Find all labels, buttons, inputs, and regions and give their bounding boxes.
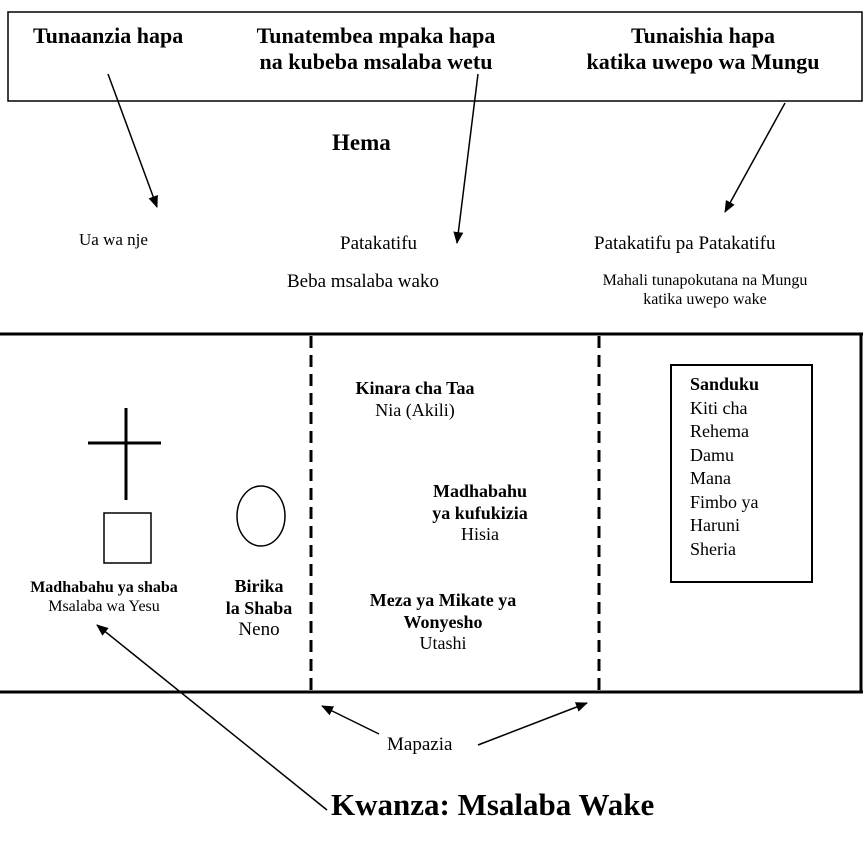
altar-meaning: Msalaba wa Yesu bbox=[48, 598, 160, 616]
altar-square bbox=[103, 512, 152, 564]
lampstand-meaning: Nia (Akili) bbox=[375, 399, 455, 420]
ark-line: Sheria bbox=[690, 538, 736, 559]
ark-line: Damu bbox=[690, 444, 734, 465]
lampstand-name: Kinara cha Taa bbox=[355, 378, 475, 398]
header-box bbox=[7, 11, 863, 102]
zone-holy-label: Patakatifu bbox=[340, 233, 418, 254]
table-meaning: Utashi bbox=[419, 633, 467, 654]
header-end: Tunaishia hapa katika uwepo wa Mungu bbox=[558, 23, 848, 76]
zone-holiest-caption-line1: Mahali tunapokutana na Mungu bbox=[602, 272, 808, 289]
zone-outer-label: Ua wa nje bbox=[79, 230, 148, 249]
table-name-line2: Wonyesho bbox=[403, 611, 483, 632]
ark-line: Rehema bbox=[690, 421, 749, 441]
table-label: Meza ya Mikate ya Wonyesho Utashi bbox=[345, 590, 541, 655]
header-middle-line2: na kubeba msalaba wetu bbox=[259, 49, 493, 75]
laver-name-line1: Birika bbox=[234, 576, 284, 596]
laver-name-line2: la Shaba bbox=[225, 597, 293, 618]
header-end-line1: Tunaishia hapa bbox=[630, 23, 776, 48]
altar-label: Madhabahu ya shaba Msalaba wa Yesu bbox=[8, 578, 200, 616]
lampstand-label: Kinara cha Taa Nia (Akili) bbox=[345, 378, 485, 421]
header-start: Tunaanzia hapa bbox=[33, 23, 184, 48]
altar-name: Madhabahu ya shaba bbox=[30, 579, 178, 596]
ark-line: Mana bbox=[690, 468, 731, 488]
veils-arrow-left bbox=[321, 705, 380, 735]
arrow-middle bbox=[453, 73, 479, 244]
ark-line: Kiti cha bbox=[690, 397, 748, 418]
header-middle-line1: Tunatembea mpaka hapa bbox=[256, 23, 496, 48]
diagram-title: Hema bbox=[332, 130, 391, 155]
zone-holiest-caption: Mahali tunapokutana na Mungu katika uwep… bbox=[555, 271, 855, 309]
ark-box bbox=[670, 364, 813, 583]
laver-ellipse bbox=[236, 485, 286, 547]
ark-contents: Sanduku Kiti cha Rehema Damu Mana Fimbo … bbox=[690, 373, 759, 561]
zone-holiest-caption-line2: katika uwepo wake bbox=[643, 291, 767, 309]
zone-holiest-label: Patakatifu pa Patakatifu bbox=[594, 233, 776, 254]
laver-label: Birika la Shaba Neno bbox=[208, 576, 310, 642]
laver-meaning: Neno bbox=[238, 619, 280, 641]
veils-label: Mapazia bbox=[387, 734, 453, 755]
incense-meaning: Hisia bbox=[461, 524, 499, 545]
zone-holy-caption: Beba msalaba wako bbox=[287, 271, 439, 292]
footer-title: Kwanza: Msalaba Wake bbox=[331, 787, 655, 822]
arrow-start bbox=[107, 73, 158, 208]
veils-arrow-right bbox=[477, 702, 588, 746]
incense-name-line1: Madhabahu bbox=[432, 481, 528, 501]
ark-title: Sanduku bbox=[690, 374, 760, 394]
table-name-line1: Meza ya Mikate ya bbox=[369, 590, 517, 610]
footer-arrow bbox=[96, 624, 328, 811]
header-end-line2: katika uwepo wa Mungu bbox=[586, 49, 820, 75]
header-middle: Tunatembea mpaka hapa na kubeba msalaba … bbox=[220, 23, 532, 76]
incense-name-line2: ya kufukizia bbox=[432, 502, 528, 523]
ark-line: Fimbo ya bbox=[690, 491, 759, 512]
ark-line: Haruni bbox=[690, 515, 740, 535]
incense-altar-label: Madhabahu ya kufukizia Hisia bbox=[413, 481, 547, 546]
arrow-end bbox=[724, 102, 786, 213]
